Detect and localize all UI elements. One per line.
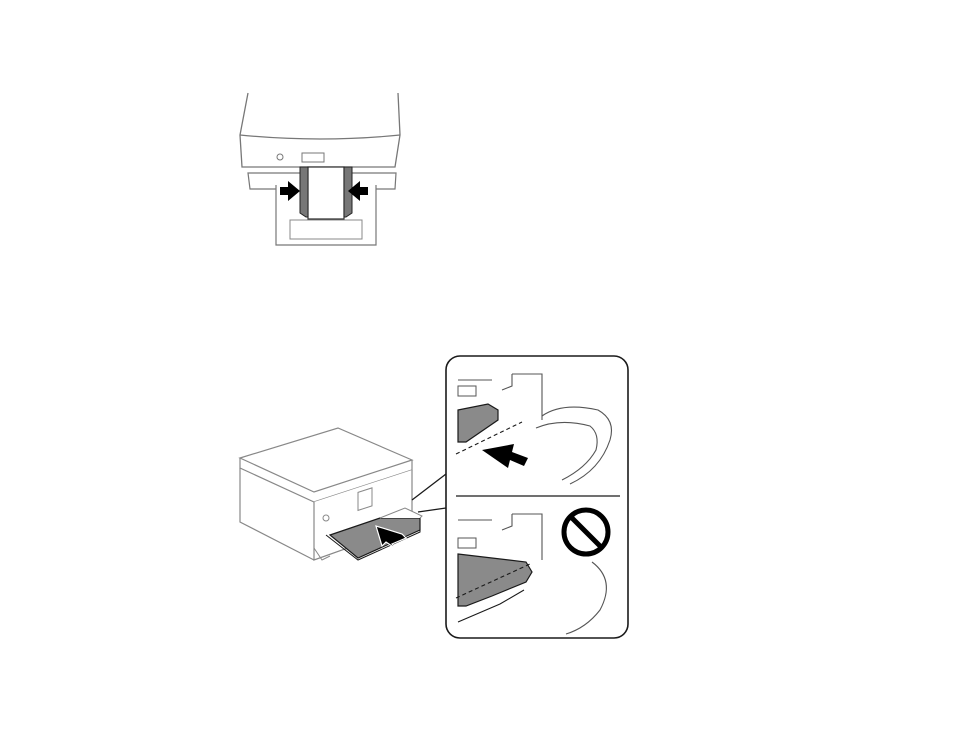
detail-callout [446,356,628,638]
prohibited-icon [564,510,608,554]
callout-line-top [412,474,446,500]
callout-line-bottom [418,508,446,512]
paper-stack [308,167,344,219]
printer-front-view-illustration [230,85,410,255]
printer-tray-insertion-illustration [230,350,640,645]
left-edge-guide [300,167,308,217]
printer-body [240,93,400,167]
